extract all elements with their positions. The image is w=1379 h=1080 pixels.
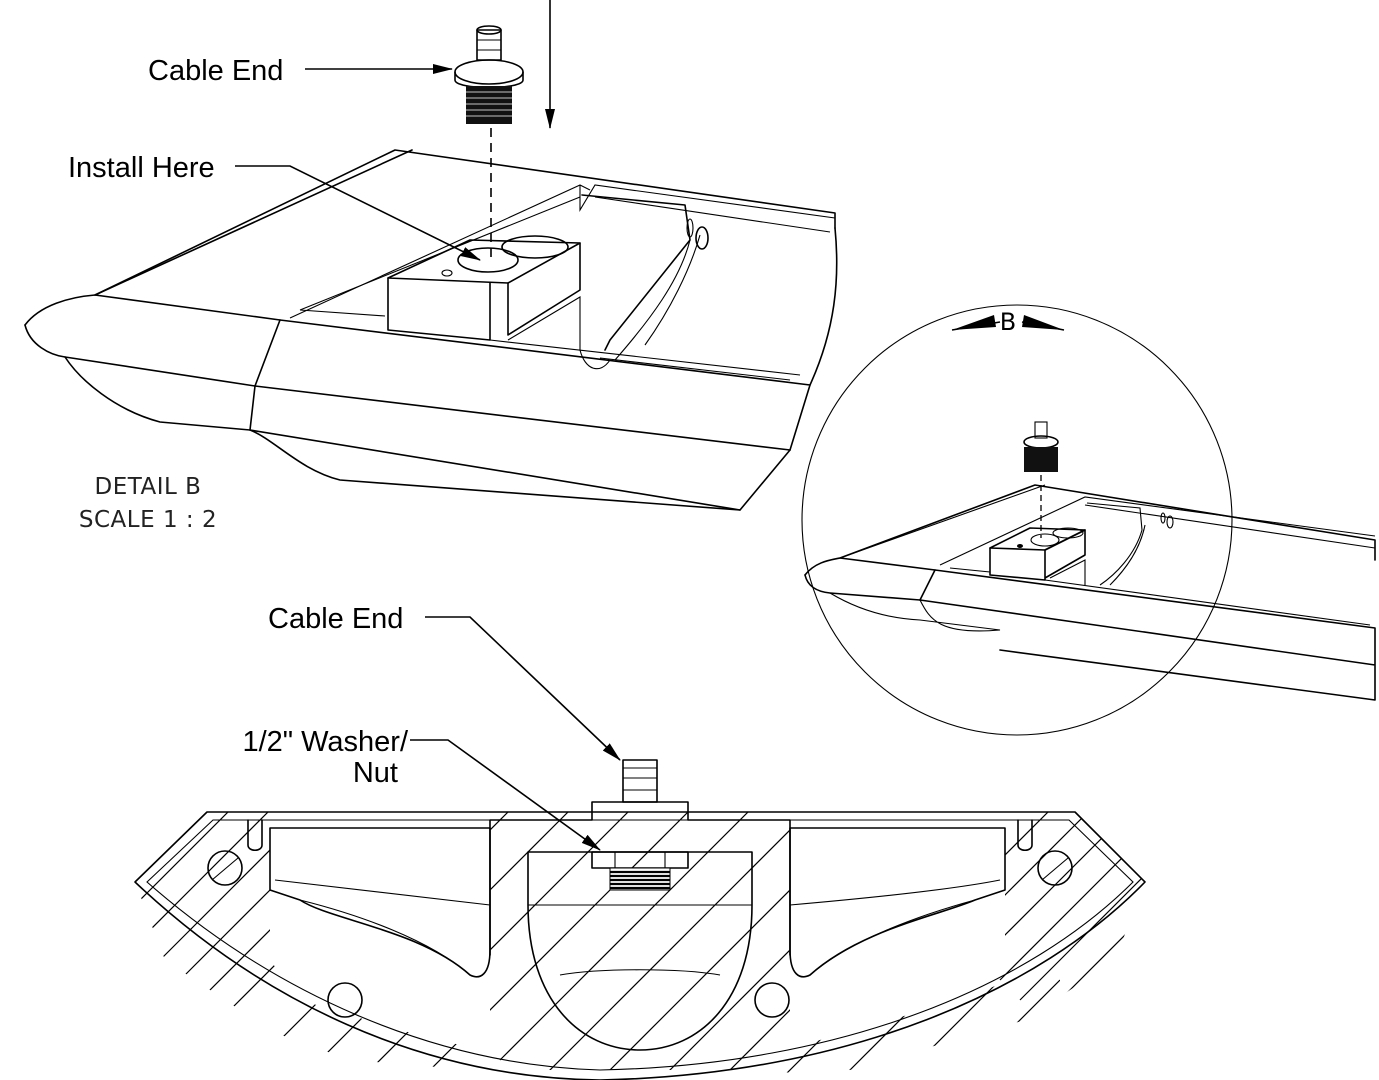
section-outer-profile [134, 811, 1146, 1080]
left-pocket-lower [299, 899, 471, 976]
rail-front-skin [249, 385, 791, 511]
detail-scale: SCALE 1 : 2 [79, 507, 217, 533]
mini-bracket-hole-2 [1160, 512, 1166, 524]
right-side-hole [1037, 850, 1073, 886]
rail-front-underside [249, 429, 741, 511]
washer-label-line1: 1/2" Washer/ [242, 726, 409, 758]
cavity-line-6 [489, 339, 801, 376]
right-slot [1017, 819, 1033, 852]
mini-rail-inner [839, 484, 1046, 559]
install-here-label: Install Here [68, 152, 215, 184]
mini-rail-front [804, 557, 936, 601]
nut-thread [609, 867, 671, 891]
center-cavity [527, 851, 753, 1051]
mini-rail-skin [919, 569, 1376, 701]
bracket-arc [614, 239, 691, 361]
mini-bracket-hole [1166, 515, 1174, 529]
mini-hole-2 [1052, 527, 1084, 539]
isometric-rail-view: Cable End Install Here [24, 0, 838, 511]
cavity-line-5 [299, 309, 386, 317]
marker-arrow-left [952, 315, 996, 330]
center-cavity-arc [559, 969, 721, 976]
mini-cable-end-connector [1023, 421, 1059, 472]
section-inner-offset [146, 819, 1134, 1071]
right-pocket-floor [789, 879, 1001, 906]
cavity-line-3 [579, 184, 836, 219]
mini-bracket-arc [1109, 524, 1146, 586]
cable-end-section-label: Cable End [268, 603, 403, 635]
mini-rail-cavity-1 [939, 496, 1376, 566]
rail-top-edge [24, 149, 836, 326]
left-slot [247, 819, 263, 852]
mounting-block-top [387, 239, 581, 284]
mounting-block-side [507, 242, 581, 336]
mini-block-front [989, 529, 1086, 581]
cable-end-top-label: Cable End [148, 55, 283, 87]
washer-leader [410, 739, 601, 851]
cable-end-connector-top [454, 25, 524, 124]
left-side-hole [207, 850, 243, 886]
mini-pin-hole [1017, 544, 1023, 548]
rail-nose-curve [64, 356, 251, 431]
section-view: Cable End 1/2" Washer/ Nut [134, 603, 1146, 1080]
bottom-right-hole [754, 982, 790, 1018]
rail-inner-edge [94, 149, 413, 296]
mini-rail-cavity-2 [1084, 504, 1376, 549]
rail-right-curve [809, 227, 838, 386]
left-pocket-floor [274, 879, 491, 906]
rail-nose-front [24, 294, 281, 387]
marker-arrow-right [1022, 315, 1064, 330]
mini-block-leg [1049, 559, 1086, 585]
detail-circle [801, 304, 1233, 736]
bottom-left-hole [327, 982, 363, 1018]
cavity-line-1 [289, 184, 591, 319]
bracket-plate [581, 194, 691, 351]
bracket-slot [686, 218, 694, 238]
hatch-center-block [490, 812, 790, 1070]
small-pin-hole [441, 269, 453, 277]
rail-front-top-edge [279, 319, 811, 451]
mini-rail-top [804, 484, 1376, 576]
mini-hole-1 [1030, 533, 1060, 547]
left-pocket [269, 827, 491, 978]
detail-marker-label: B [1000, 308, 1016, 336]
washer-label-line2: Nut [353, 757, 398, 789]
mini-rail-cavity-3 [949, 567, 1371, 626]
hatch-right-wall [980, 812, 1145, 1010]
detail-b-circle-view: B [801, 304, 1376, 736]
second-hole [501, 235, 569, 259]
mini-rail-underside [829, 592, 1001, 632]
mini-bracket [1086, 502, 1143, 586]
mini-block-top [989, 527, 1086, 551]
cable-end-section-leader [425, 616, 621, 761]
bracket-inner [644, 234, 701, 346]
right-pocket-lower [809, 899, 976, 976]
cable-end-connector-section [622, 759, 658, 803]
install-hole [457, 247, 519, 273]
mounting-block-leg [507, 296, 611, 370]
mounting-block-front [387, 277, 491, 341]
install-here-leader [235, 165, 481, 261]
cavity-line-4 [594, 196, 831, 233]
cavity-line-7 [599, 357, 791, 381]
bracket-hole [695, 226, 709, 250]
detail-title: DETAIL B [95, 474, 202, 500]
